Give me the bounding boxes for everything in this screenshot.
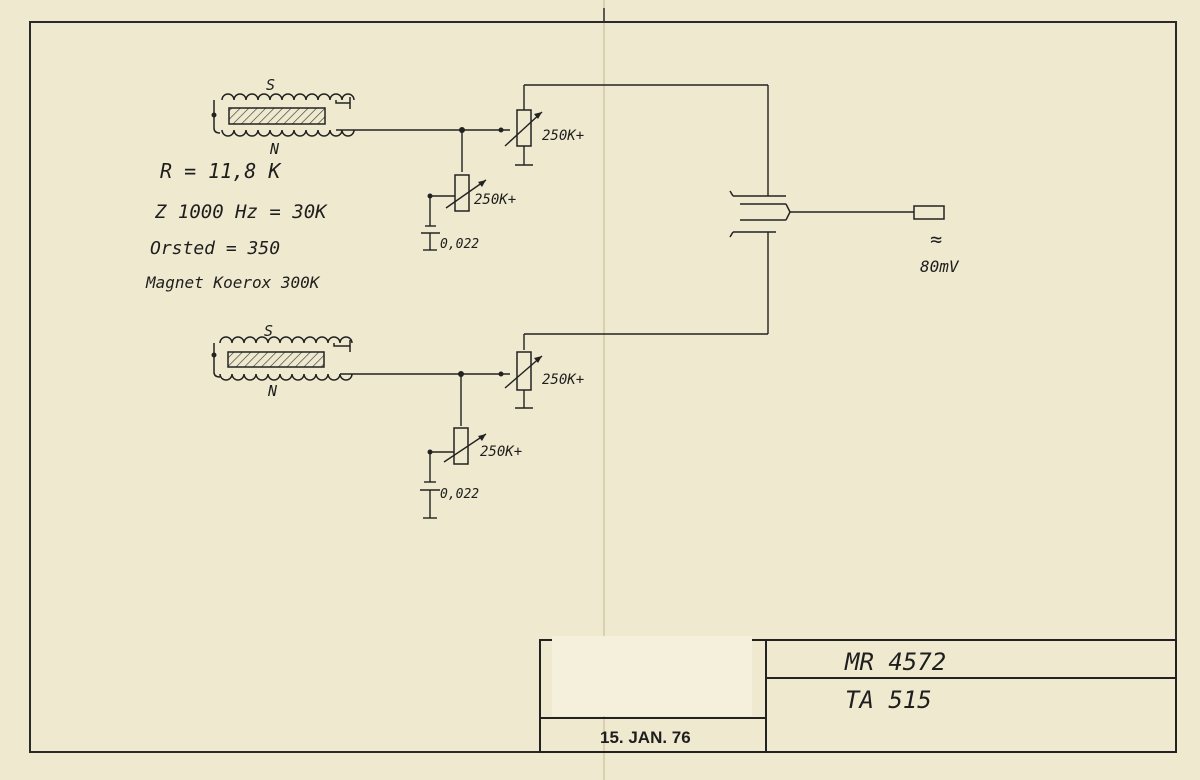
lower-shunt-potentiometer <box>443 427 487 465</box>
lower-capacitor-label: 0,022 <box>440 487 479 502</box>
upper-shunt-pot-label: 250K+ <box>474 192 516 208</box>
upper-pole-north: N <box>269 140 280 158</box>
date-stamp: 15. JAN. 76 <box>600 728 691 747</box>
upper-pickup-coil <box>211 93 355 137</box>
magnet-bar <box>227 351 325 368</box>
note-impedance: Z 1000 Hz = 30K <box>154 201 328 223</box>
output-level: 80mV <box>920 257 960 276</box>
lower-series-potentiometer <box>504 351 543 391</box>
lower-pole-south: S <box>264 322 273 340</box>
lower-wiring <box>340 232 769 519</box>
note-magnet: Magnet Koerox 300K <box>145 273 321 292</box>
magnet-bar <box>228 107 326 125</box>
output-jack <box>729 190 945 238</box>
drawing-number: MR 4572 <box>844 648 946 676</box>
redacted-area <box>552 636 752 716</box>
upper-capacitor-label: 0,022 <box>440 237 479 252</box>
lower-pole-north: N <box>267 382 278 400</box>
lower-shunt-pot-label: 250K+ <box>480 444 522 460</box>
title-block <box>539 639 1177 753</box>
upper-wiring <box>346 84 769 251</box>
upper-pole-south: S <box>266 76 275 94</box>
note-resistance: R = 11,8 K <box>160 159 282 183</box>
lower-pickup-coil <box>211 336 353 381</box>
lower-series-pot-label: 250K+ <box>542 372 584 388</box>
sheet-reference: TA 515 <box>845 686 932 714</box>
upper-series-potentiometer <box>504 109 543 147</box>
upper-series-pot-label: 250K+ <box>542 128 584 144</box>
upper-shunt-potentiometer <box>445 174 487 212</box>
output-ac-symbol: ≈ <box>930 227 942 251</box>
note-orsted: Orsted = 350 <box>150 238 280 259</box>
